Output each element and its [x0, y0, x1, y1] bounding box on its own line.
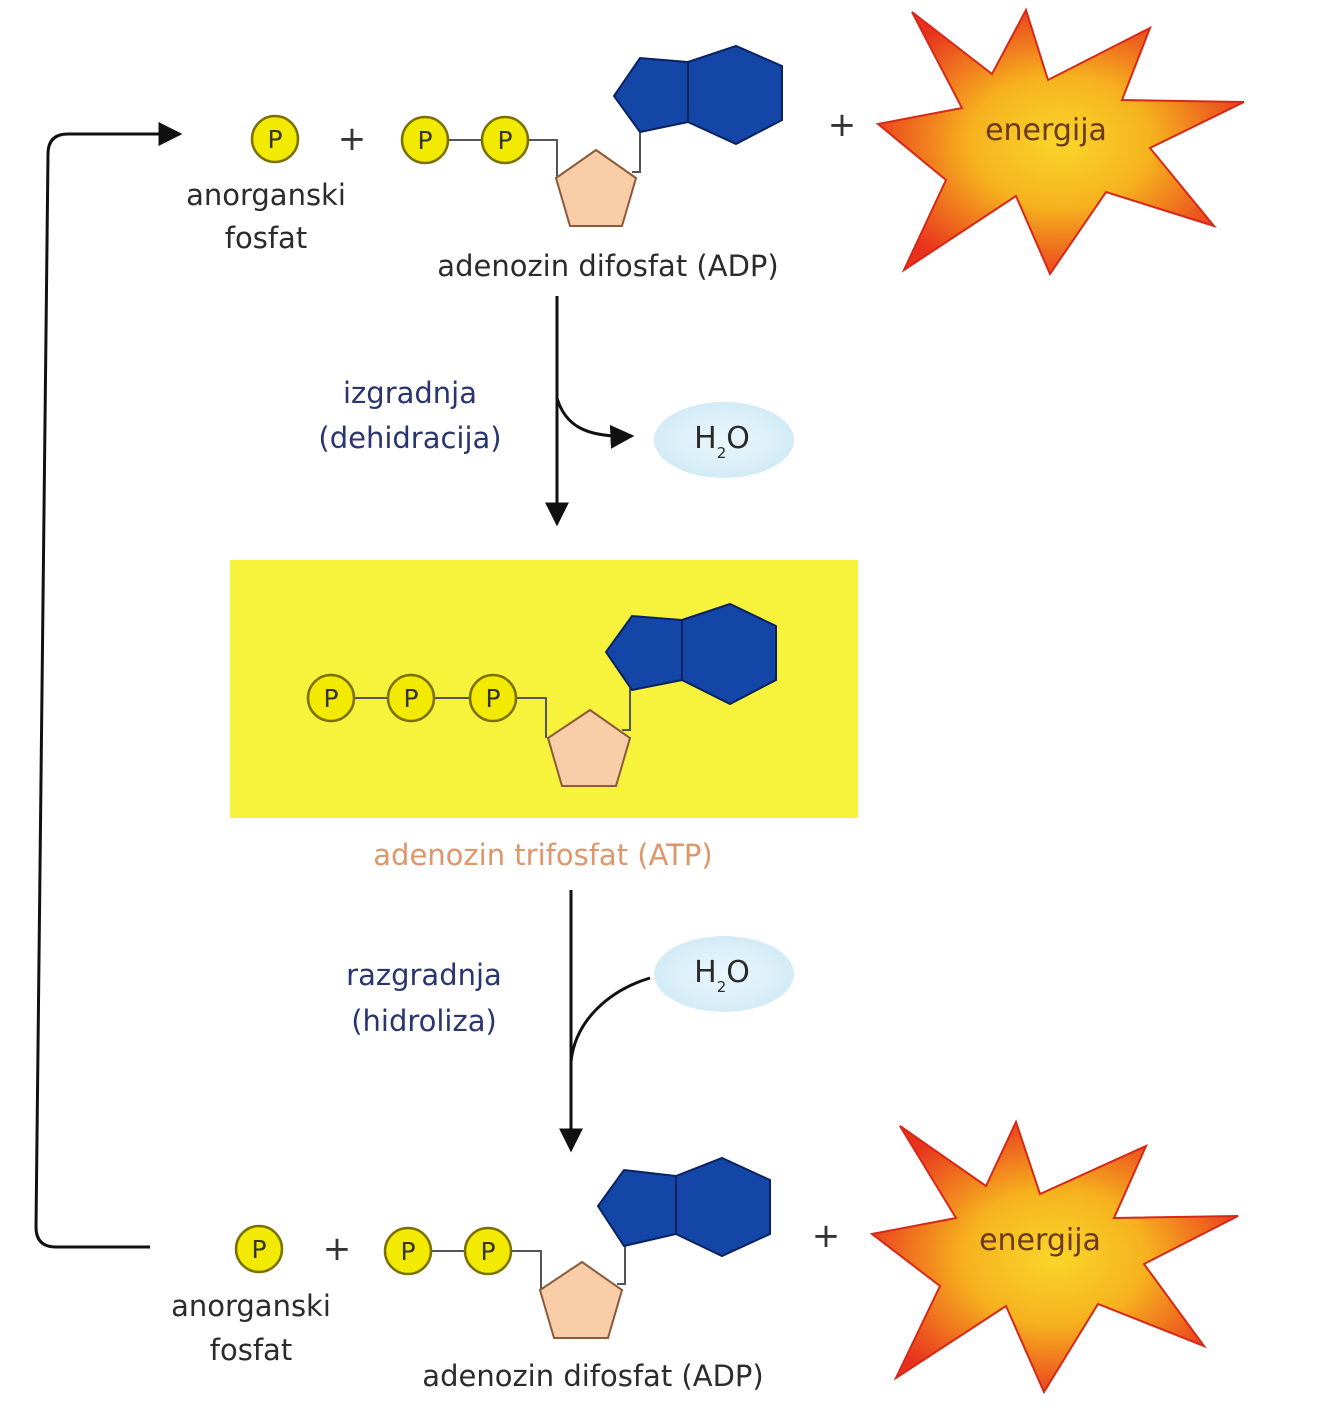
- water-consume-curve: [569, 976, 651, 1063]
- water-o: O: [726, 421, 750, 456]
- synthesis-water-bubble: H2O: [654, 402, 794, 478]
- synthesis-label-line2: (dehidracija): [318, 421, 501, 455]
- phosphate-symbol: P: [417, 126, 432, 155]
- top-inorganic-label-line2: fosfat: [225, 221, 307, 255]
- water-subscript: 2: [717, 444, 727, 462]
- atp-label: adenozin trifosfat (ATP): [373, 838, 712, 872]
- water-o: O: [726, 955, 750, 990]
- water-release-arrow: [555, 397, 635, 449]
- bottom-inorganic-phosphate: P: [234, 1224, 284, 1274]
- bottom-adp-molecule: P P: [383, 1156, 771, 1339]
- adenine-hexagon: [687, 44, 783, 146]
- adenine-pentagon: [612, 56, 689, 134]
- adenine-hexagon: [681, 602, 777, 706]
- plus-sign: +: [338, 119, 367, 159]
- bottom-inorganic-label-line2: fosfat: [210, 1333, 292, 1367]
- hydrolysis-water-bubble: H2O: [654, 936, 794, 1012]
- phosphate-symbol: P: [485, 684, 500, 713]
- water-subscript: 2: [717, 978, 727, 996]
- water-h: H: [694, 421, 717, 456]
- phosphate-symbol: P: [480, 1237, 495, 1266]
- top-energy-label: energija: [985, 113, 1107, 148]
- top-inorganic-label-line1: anorganski: [186, 178, 346, 212]
- adenine-pentagon: [596, 1168, 677, 1248]
- hydrolysis-label-line1: razgradnja: [346, 958, 502, 992]
- bottom-inorganic-label-line1: anorganski: [171, 1289, 331, 1323]
- hydrolysis-step: razgradnja (hidroliza) H2O: [346, 890, 794, 1153]
- bottom-energy-burst: energija: [869, 1119, 1239, 1395]
- bottom-row: P + P P anorganski fosfat adenozin difos…: [171, 1119, 1239, 1395]
- hydrolysis-label-line2: (hidroliza): [351, 1004, 497, 1038]
- top-adp-label: adenozin difosfat (ADP): [437, 249, 778, 283]
- svg-text:H2O: H2O: [694, 421, 750, 462]
- adenine-hexagon: [675, 1156, 771, 1258]
- phosphate-symbol: P: [403, 684, 418, 713]
- phosphate-symbol: P: [251, 1235, 266, 1264]
- recycle-loop-arrow: [34, 122, 183, 1249]
- atp-molecule: P P P: [306, 602, 777, 787]
- plus-sign: +: [828, 105, 857, 145]
- ribose-pentagon: [538, 1260, 624, 1339]
- synthesis-label-line1: izgradnja: [343, 376, 477, 410]
- phosphate-symbol: P: [267, 125, 282, 154]
- bottom-energy-label: energija: [979, 1223, 1101, 1258]
- synthesis-step: izgradnja (dehidracija) H2O: [318, 296, 794, 527]
- plus-sign: +: [812, 1216, 841, 1256]
- phosphate-symbol: P: [497, 126, 512, 155]
- water-h: H: [694, 955, 717, 990]
- top-row: P + P P anorganski fosfat adenozin difos…: [186, 7, 1245, 283]
- phosphate-symbol: P: [400, 1237, 415, 1266]
- bottom-adp-label: adenozin difosfat (ADP): [422, 1359, 763, 1393]
- top-adp-molecule: P P: [400, 44, 783, 227]
- svg-text:H2O: H2O: [694, 955, 750, 996]
- ribose-pentagon: [546, 708, 632, 787]
- phosphate-symbol: P: [323, 684, 338, 713]
- top-energy-burst: energija: [875, 7, 1245, 277]
- top-inorganic-phosphate: P: [250, 114, 300, 164]
- ribose-pentagon: [554, 148, 638, 227]
- plus-sign: +: [323, 1229, 352, 1269]
